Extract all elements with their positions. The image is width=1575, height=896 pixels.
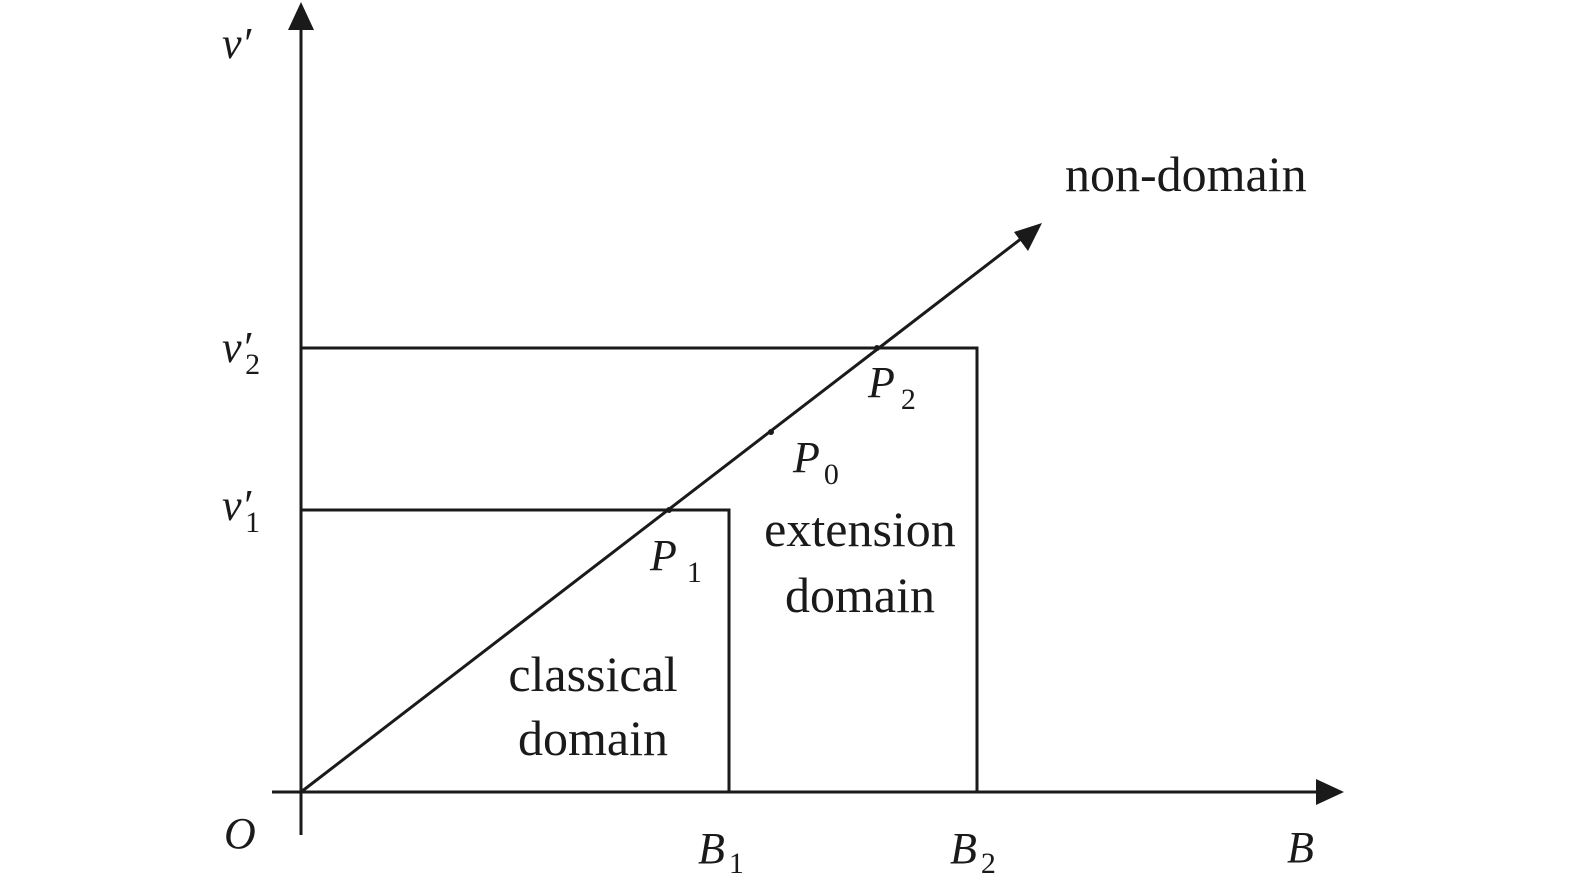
classical-domain-label-line1: classical <box>508 646 677 702</box>
origin-label: O <box>224 809 256 858</box>
classical-domain-label-line2: domain <box>518 710 668 766</box>
x-axis-arrowhead <box>1316 779 1344 805</box>
point-p0-marker <box>768 429 774 435</box>
y-tick-v1-label: v′1 <box>222 481 260 539</box>
y-axis-label: v′ <box>222 19 253 68</box>
extension-domain-label-line2: domain <box>785 567 935 623</box>
operating-ray <box>300 236 1023 794</box>
classical-domain-boundary <box>301 508 731 792</box>
ray-arrowhead <box>1014 223 1042 251</box>
x-axis-label: B <box>1287 823 1314 872</box>
y-axis-arrowhead <box>288 2 314 30</box>
y-tick-v2-label: v′2 <box>222 323 260 381</box>
point-p1-marker <box>666 507 672 513</box>
non-domain-label: non-domain <box>1065 146 1307 202</box>
point-p2-marker <box>874 345 880 351</box>
extension-domain-label-line1: extension <box>764 501 956 557</box>
extension-domain-boundary <box>301 346 979 792</box>
